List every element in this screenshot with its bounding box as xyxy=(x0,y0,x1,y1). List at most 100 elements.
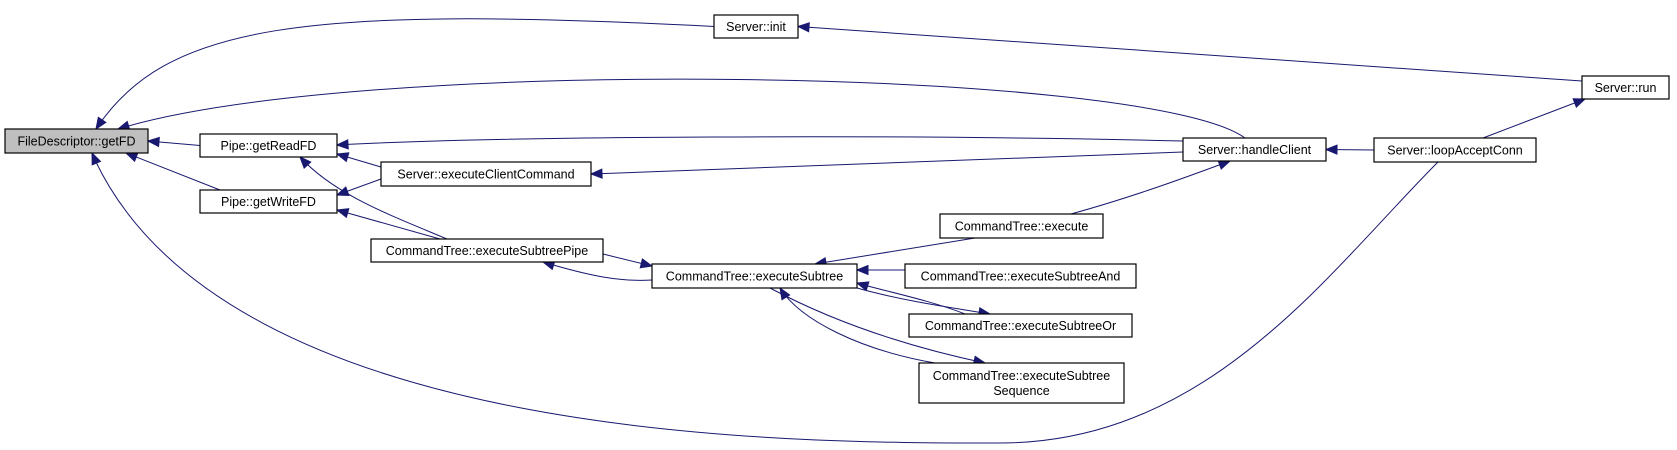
edge-executesubtreeor-to-executesubtree xyxy=(855,281,966,315)
node-box xyxy=(4,128,149,154)
node-getfd[interactable]: FileDescriptor::getFD xyxy=(4,128,149,154)
node-label: Sequence xyxy=(993,384,1049,398)
node-handleclient[interactable]: Server::handleClient xyxy=(1182,137,1327,162)
node-label: Server::init xyxy=(726,20,786,34)
node-executesubtree[interactable]: CommandTree::executeSubtree xyxy=(651,263,858,289)
arrowhead-icon xyxy=(335,186,350,196)
node-box xyxy=(1182,137,1327,162)
arrowhead-icon xyxy=(1324,144,1338,155)
node-box xyxy=(380,161,592,187)
edge-run-to-init xyxy=(796,22,1583,82)
arrowhead-icon xyxy=(796,22,810,33)
node-label: CommandTree::executeSubtreeAnd xyxy=(921,270,1121,284)
node-getwritefd[interactable]: Pipe::getWriteFD xyxy=(199,189,338,214)
edge-loopacceptconn-to-getfd xyxy=(91,151,1439,444)
node-box xyxy=(1581,75,1670,100)
node-init[interactable]: Server::init xyxy=(713,14,799,39)
node-execute[interactable]: CommandTree::execute xyxy=(939,213,1104,239)
node-box xyxy=(713,14,799,39)
node-executesubtreepipe[interactable]: CommandTree::executeSubtreePipe xyxy=(370,238,604,263)
edge-line xyxy=(94,159,1439,444)
edge-loopacceptconn-to-run xyxy=(1482,98,1587,139)
node-box xyxy=(939,213,1104,239)
node-box xyxy=(199,133,338,158)
edge-line xyxy=(590,151,1184,175)
edge-executeclientcommand-to-getreadfd xyxy=(335,152,382,168)
arrowhead-icon xyxy=(589,168,603,179)
node-box xyxy=(918,362,1125,404)
edge-line xyxy=(125,152,221,191)
node-getreadfd[interactable]: Pipe::getReadFD xyxy=(199,133,338,158)
edge-handleclient-to-getreadfd xyxy=(335,136,1184,150)
node-label: Server::loopAcceptConn xyxy=(1387,144,1523,158)
edge-executesubtreeand-to-executesubtree xyxy=(855,264,905,276)
arrowhead-icon xyxy=(855,281,870,292)
arrowhead-icon xyxy=(335,139,349,150)
edge-handleclient-to-getfd xyxy=(116,78,1246,139)
arrowhead-icon xyxy=(1217,160,1232,170)
edge-handleclient-to-executeclientcommand xyxy=(589,151,1184,179)
edge-executesubtreepipe-to-getwritefd xyxy=(335,208,441,240)
edge-executeclientcommand-to-getwritefd xyxy=(335,178,382,196)
node-label: CommandTree::executeSubtreeOr xyxy=(925,319,1116,333)
arrowhead-icon xyxy=(91,151,102,166)
nodes-layer: FileDescriptor::getFD Server::initServer:… xyxy=(4,14,1670,404)
edge-executesubtree-to-executesubtreepipe xyxy=(541,260,653,281)
node-box xyxy=(651,263,858,289)
edge-line xyxy=(814,237,976,265)
edge-executesubtreepipe-to-getreadfd xyxy=(299,156,448,240)
node-label: Server::handleClient xyxy=(1198,143,1312,157)
edge-line xyxy=(299,156,448,240)
node-box xyxy=(370,238,604,263)
arrowhead-icon xyxy=(1572,98,1587,109)
arrowhead-icon xyxy=(335,152,350,163)
node-label: CommandTree::execute xyxy=(955,220,1089,234)
edge-executesubtree-to-executesubtreeor xyxy=(856,287,992,318)
node-box xyxy=(1373,137,1537,163)
node-label: CommandTree::executeSubtreePipe xyxy=(386,244,588,258)
arrowhead-icon xyxy=(95,116,107,131)
arrowhead-icon xyxy=(299,156,312,170)
node-run[interactable]: Server::run xyxy=(1581,75,1670,100)
edge-getreadfd-to-getfd xyxy=(146,136,201,148)
node-label: CommandTree::executeSubtree xyxy=(666,270,843,284)
node-executesubtreeor[interactable]: CommandTree::executeSubtreeOr xyxy=(908,313,1133,338)
edge-line xyxy=(779,287,936,364)
arrowhead-icon xyxy=(639,258,654,269)
edge-line xyxy=(797,26,1583,82)
node-box xyxy=(199,189,338,214)
edges-layer xyxy=(91,18,1587,444)
edge-line xyxy=(542,261,653,281)
arrowhead-icon xyxy=(146,136,160,148)
edge-line xyxy=(769,287,986,364)
node-label: Pipe::getReadFD xyxy=(221,139,317,153)
arrowhead-icon xyxy=(335,208,350,219)
arrowhead-icon xyxy=(855,264,869,276)
edge-init-to-getfd xyxy=(95,18,715,131)
node-box xyxy=(904,263,1137,289)
edge-line xyxy=(117,78,1246,139)
node-executesubtreeand[interactable]: CommandTree::executeSubtreeAnd xyxy=(904,263,1137,289)
node-loopacceptconn[interactable]: Server::loopAcceptConn xyxy=(1373,137,1537,163)
edge-executesubtreepipe-to-executesubtree xyxy=(602,253,654,269)
edge-line xyxy=(1482,98,1586,139)
arrowhead-icon xyxy=(124,152,139,163)
node-label: CommandTree::executeSubtree xyxy=(933,369,1110,383)
node-box xyxy=(908,313,1133,338)
edge-line xyxy=(1070,160,1231,215)
node-label: FileDescriptor::getFD xyxy=(17,135,135,149)
node-executeclientcommand[interactable]: Server::executeClientCommand xyxy=(380,161,592,187)
node-label: Server::executeClientCommand xyxy=(397,168,574,182)
edge-line xyxy=(336,209,441,240)
node-label: Server::run xyxy=(1595,81,1657,95)
edge-line xyxy=(336,136,1184,146)
edge-line xyxy=(95,18,715,130)
edge-execute-to-handleclient xyxy=(1070,160,1232,215)
edge-execute-to-executesubtree xyxy=(813,237,976,268)
edge-line xyxy=(856,287,991,315)
node-label: Pipe::getWriteFD xyxy=(221,195,316,209)
edge-getwritefd-to-getfd xyxy=(124,152,221,191)
edge-loopacceptconn-to-handleclient xyxy=(1324,144,1375,155)
